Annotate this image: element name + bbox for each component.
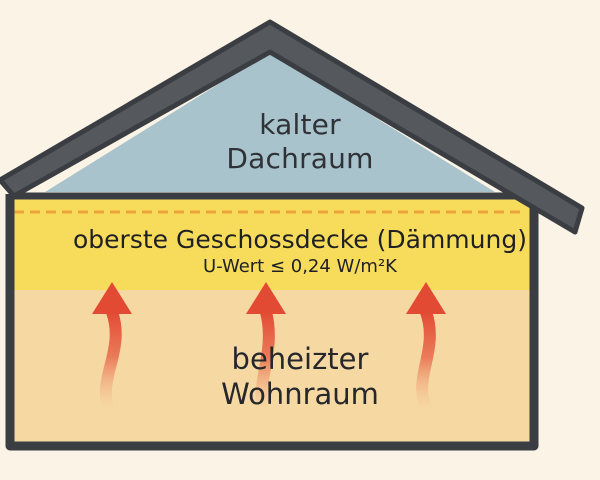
heat-flow-arrow-icon (92, 282, 132, 418)
attic-fill (45, 52, 495, 192)
insulation-u-value: U-Wert ≤ 0,24 W/m²K (203, 256, 397, 277)
room-label-line-1: beheizter (231, 342, 369, 376)
attic-label-line-2: Dachraum (226, 142, 374, 175)
room-label-line-2: Wohnraum (221, 377, 379, 411)
heat-flow-arrow-icon (406, 282, 446, 418)
heat-flow-arrow-icon (246, 282, 286, 418)
attic-label-line-1: kalter (259, 108, 341, 141)
house-walls (5, 194, 539, 451)
roof (0, 19, 585, 235)
insulation-title: oberste Geschossdecke (Dämmung) (73, 225, 527, 254)
